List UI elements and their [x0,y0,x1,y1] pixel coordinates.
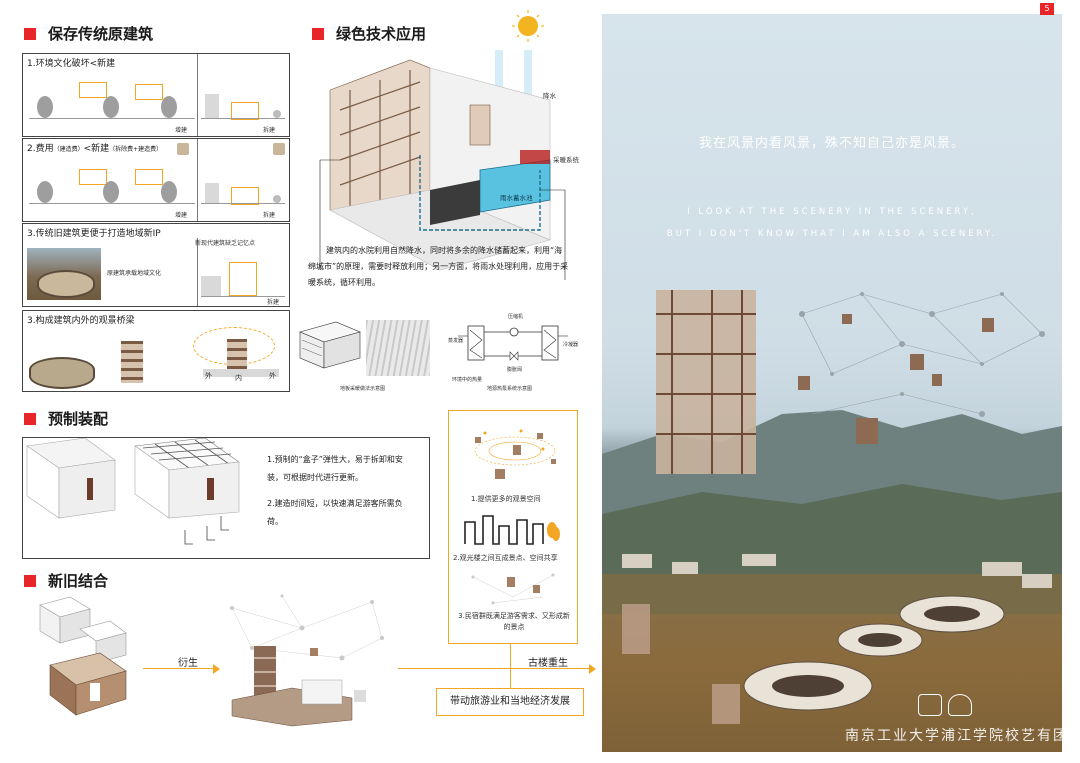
tower-silhouette-diagram [464,515,560,545]
section-title-prefab: 预制装配 [24,408,108,429]
new-building-outline [229,262,257,296]
poster-landscape [602,290,1062,752]
bush-icon [273,195,281,203]
heat-pump-diagram [458,325,568,361]
red-square-icon [312,27,324,40]
red-square-icon [24,574,36,587]
connector-line [510,642,512,688]
viewing-rings-diagram [474,429,556,479]
economy-result-box: 带动旅游业和当地经济发展 [436,688,584,716]
network-render [230,594,384,727]
poster-footer: 南京工业大学浦江学院校艺有团 [845,728,1069,744]
preserve-box-3: 3.传统旧建筑更便于打造地域新IP 原建筑承载地域文化 新现代建筑缺乏记忆点 拆… [22,223,290,307]
club-logo-icon [948,694,972,716]
floor-heating-photo [366,320,430,376]
new-building-outline [79,82,107,98]
tree-icon [37,181,53,203]
viewing-panel: 1.提供更多的观景空间 2.观光楼之间互成景点、空间共享 3.民宿群既满足游客需… [448,410,578,644]
tower-model [121,341,143,383]
ground-block [203,369,279,377]
new-building-outline [231,102,259,120]
ground-line [201,296,285,297]
divider [197,54,198,136]
sun-icon [512,10,544,42]
arrow-reborn-line [398,668,590,670]
tulou-photo [27,248,101,300]
poster-en-line1: I LOOK AT THE SCENERY IN THE SCENERY, [687,207,977,217]
tree-icon [161,181,177,203]
new-building-outline [135,169,163,185]
old-building-block [205,183,219,203]
money-bag-icon [273,143,285,155]
new-building-outline [79,169,107,185]
poster-cn-quote: 我在风景内看风景，殊不知自己亦是风景。 [698,136,965,151]
ground-line [201,118,285,119]
poster-en-line2: BUT I DON'T KNOW THAT I AM ALSO A SCENER… [666,229,998,239]
preserve-box-1: 1.环境文化破坏<新建 增建 拆建 [22,53,290,137]
ground-line [201,203,285,204]
ground-line [29,203,195,204]
money-bag-icon [177,143,189,155]
old-new-model [39,596,127,716]
network-mini-diagram [471,573,555,605]
arrow-right-icon [213,664,220,674]
old-building-block [205,94,219,118]
poster-panel: 我在风景内看风景，殊不知自己亦是风景。 I LOOK AT THE SCENER… [602,14,1062,752]
school-logo-icon [918,694,942,716]
bush-icon [273,110,281,118]
section-title-green: 绿色技术应用 [312,23,426,44]
preserve-box-4: 3.构成建筑内外的观景桥梁 外 内 外 [22,310,290,392]
prefab-module-diagram [26,438,240,545]
red-square-icon [24,412,36,425]
prefab-box: 1.预制的“盒子”弹性大，易于拆卸和安装，可根据时代进行更新。 2.建造时间短，… [22,437,430,559]
divider [197,238,198,306]
ground-line [29,118,195,119]
tree-icon [37,96,53,118]
new-building-outline [231,187,259,205]
old-building-block [201,276,221,296]
water-courtyard-diagram [319,50,566,280]
page-number-badge: 5 [1040,3,1054,15]
tower-model [227,339,247,373]
red-square-icon [24,27,36,40]
tree-icon [103,96,119,118]
tulou-model [29,357,95,389]
tree-icon [103,181,119,203]
arrow-derive-line [143,668,215,670]
section-title-preserve: 保存传统原建筑 [24,23,153,44]
arrow-right-icon [589,664,596,674]
tree-icon [161,96,177,118]
section-title-combine: 新旧结合 [24,570,108,591]
divider [197,139,198,221]
new-building-outline [135,84,163,100]
floor-heating-diagram [299,321,361,369]
preserve-box-2: 2.费用（建造费）<新建（拆除费+建造费） 增建 拆建 [22,138,290,222]
green-description: 建筑内的水院利用自然降水，同时将多余的降水储蓄起来，利用“海绵城市”的原理，需要… [308,246,569,287]
